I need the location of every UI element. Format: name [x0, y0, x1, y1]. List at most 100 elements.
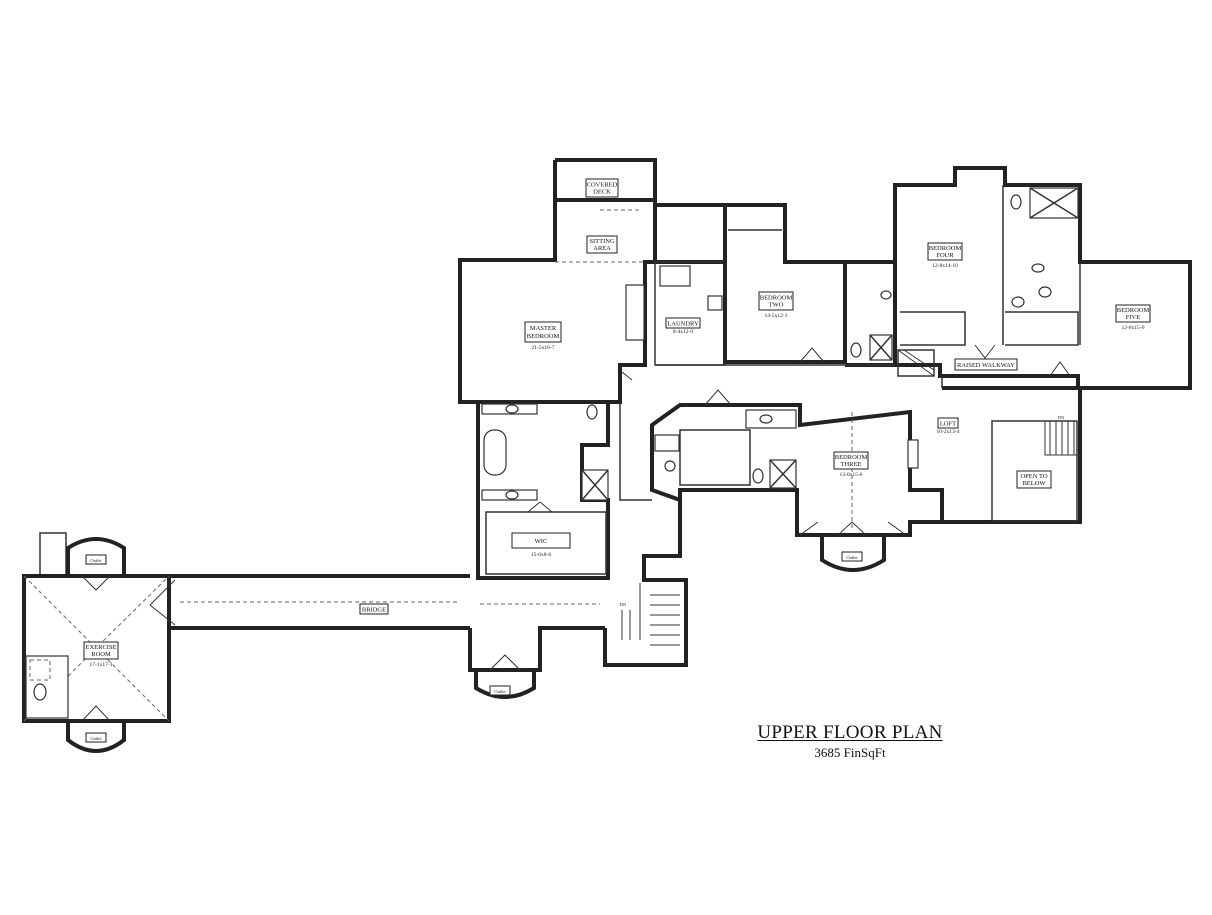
annotations: Outlet Outlet Outlet Outlet DN DN	[85, 415, 1065, 743]
laundry-counter	[659, 265, 691, 287]
shower-cross	[581, 469, 609, 501]
bedroom-two-dims: 14-5x12-3	[765, 313, 788, 319]
sink-icon	[505, 404, 519, 414]
sink-icon	[759, 414, 773, 424]
bedroom-five-label-2: FIVE	[1126, 314, 1140, 321]
master-bedroom-label-1: MASTER	[530, 325, 557, 332]
master-suite	[458, 158, 657, 580]
bridge-bay-window	[474, 670, 536, 699]
bedroom-three-label-2: THREE	[841, 461, 862, 468]
covered-deck-label-2: DECK	[593, 189, 611, 196]
wic-dims: 15-6x8-6	[531, 552, 551, 558]
wic-label: WIC	[535, 538, 548, 545]
toilet-icon	[33, 683, 47, 701]
toilet-icon	[1010, 194, 1022, 210]
bedroom-four-label-1: BEDROOM	[929, 245, 962, 252]
laundry-bedroom-two	[654, 203, 897, 367]
shower-two-cross	[869, 334, 893, 361]
label-raised-walkway: RAISED WALKWAY	[954, 358, 1018, 371]
label-covered-deck: COVERED DECK	[585, 178, 619, 198]
sink-icon	[1038, 286, 1052, 298]
bedroom-five-dims: 12-8x15-0	[1122, 325, 1145, 331]
bridge-walls	[169, 574, 470, 630]
label-exercise-room: EXERCISE ROOM 17-1x17-1	[83, 641, 119, 668]
wic-door	[527, 501, 553, 513]
stair-walls	[603, 500, 688, 667]
label-master-bedroom: MASTER BEDROOM 21-5x16-7	[524, 321, 562, 351]
outlet-tag: Outlet	[846, 555, 858, 560]
closet-walls	[655, 203, 727, 264]
shower-three-cross	[769, 459, 797, 489]
shower-cross	[1029, 187, 1079, 219]
sitting-area-label-1: SITTING	[589, 238, 615, 245]
open-to-below-walls	[991, 420, 1078, 522]
chimney	[39, 532, 67, 576]
loft-label: LOFT	[940, 421, 956, 428]
bedroom-two-label-2: TWO	[769, 302, 784, 309]
walkway-stair	[897, 349, 935, 377]
exercise-bay-top	[66, 537, 126, 575]
exercise-room-wing	[22, 532, 171, 753]
wic-walls	[485, 511, 607, 575]
bedroom-three-walls	[650, 403, 944, 537]
walkway-stair-lines	[897, 349, 935, 377]
exercise-room-walls	[22, 574, 171, 723]
exercise-room-label-1: EXERCISE	[85, 644, 116, 651]
linen-closet	[654, 434, 680, 452]
raised-walkway-label: RAISED WALKWAY	[957, 362, 1015, 369]
laundry-dims: 8-4x12-0	[673, 329, 693, 335]
bathtub-icon	[483, 429, 507, 476]
label-wic: WIC 15-6x8-6	[511, 532, 571, 558]
bridge-label: BRIDGE	[362, 607, 386, 614]
laundry-label: LAUNDRY	[667, 321, 699, 328]
bedroom-four-label-2: FOUR	[936, 252, 954, 259]
bay-doors	[799, 521, 907, 536]
stair-treads	[621, 594, 680, 646]
sitting-area-label-2: AREA	[593, 245, 611, 252]
label-bridge: BRIDGE	[359, 603, 389, 615]
plan-title: UPPER FLOOR PLAN	[757, 722, 943, 743]
master-bedroom-walls	[458, 198, 657, 404]
label-laundry: LAUNDRY 8-4x12-0	[665, 317, 701, 335]
outlet-tag: Outlet	[494, 689, 506, 694]
label-bedroom-three: BEDROOM THREE 13-0x15-6	[833, 451, 869, 478]
dn-label: DN	[620, 602, 627, 607]
exercise-door	[81, 705, 111, 722]
laundry-sink	[707, 295, 723, 311]
bridge-wing	[149, 574, 605, 699]
stair-core	[480, 500, 688, 667]
bedroom-three-dims: 13-0x15-6	[840, 472, 863, 478]
master-bedroom-dims: 21-5x16-7	[532, 345, 555, 351]
label-bedroom-five: BEDROOM FIVE 12-8x15-0	[1115, 304, 1151, 331]
exercise-bay-bottom	[66, 721, 126, 753]
toilet-icon	[850, 342, 862, 358]
bedroom-two-walls	[723, 203, 847, 364]
open-to-below-label-2: BELOW	[1022, 480, 1046, 487]
plan-subtitle: 3685 FinSqFt	[814, 745, 886, 760]
bedroom-four-dims: 12-8x14-10	[932, 263, 958, 269]
dn-label: DN	[1058, 415, 1065, 420]
outlet-tag: Outlet	[90, 736, 102, 741]
bedroom-three-wing	[650, 389, 944, 572]
bedroom-five-closet	[1005, 311, 1079, 346]
exercise-door-top	[81, 575, 111, 591]
master-bedroom-label-2: BEDROOM	[527, 333, 560, 340]
bedroom-three-bay	[820, 535, 886, 572]
sink-icon	[1011, 296, 1025, 308]
bedroom-four-closet	[900, 311, 966, 346]
label-loft: LOFT 10-2x13-4	[937, 417, 960, 435]
bedroom-two-label-1: BEDROOM	[760, 295, 793, 302]
covered-deck-label-1: COVERED	[587, 182, 618, 189]
loft-dims: 10-2x13-4	[937, 429, 960, 435]
bedroom-five-door	[1049, 361, 1071, 377]
exercise-bath	[25, 655, 69, 719]
bridge-bay-walls	[468, 626, 605, 672]
bedrooms-four-five-walls	[893, 166, 1192, 390]
label-open-to-below: OPEN TO BELOW	[1016, 470, 1052, 489]
outlet-tag: Outlet	[90, 558, 102, 563]
label-sitting-area: SITTING AREA	[586, 235, 618, 254]
bridge-entry	[149, 579, 176, 626]
toilet-icon	[586, 404, 598, 420]
loft-stair-treads	[1049, 421, 1075, 455]
